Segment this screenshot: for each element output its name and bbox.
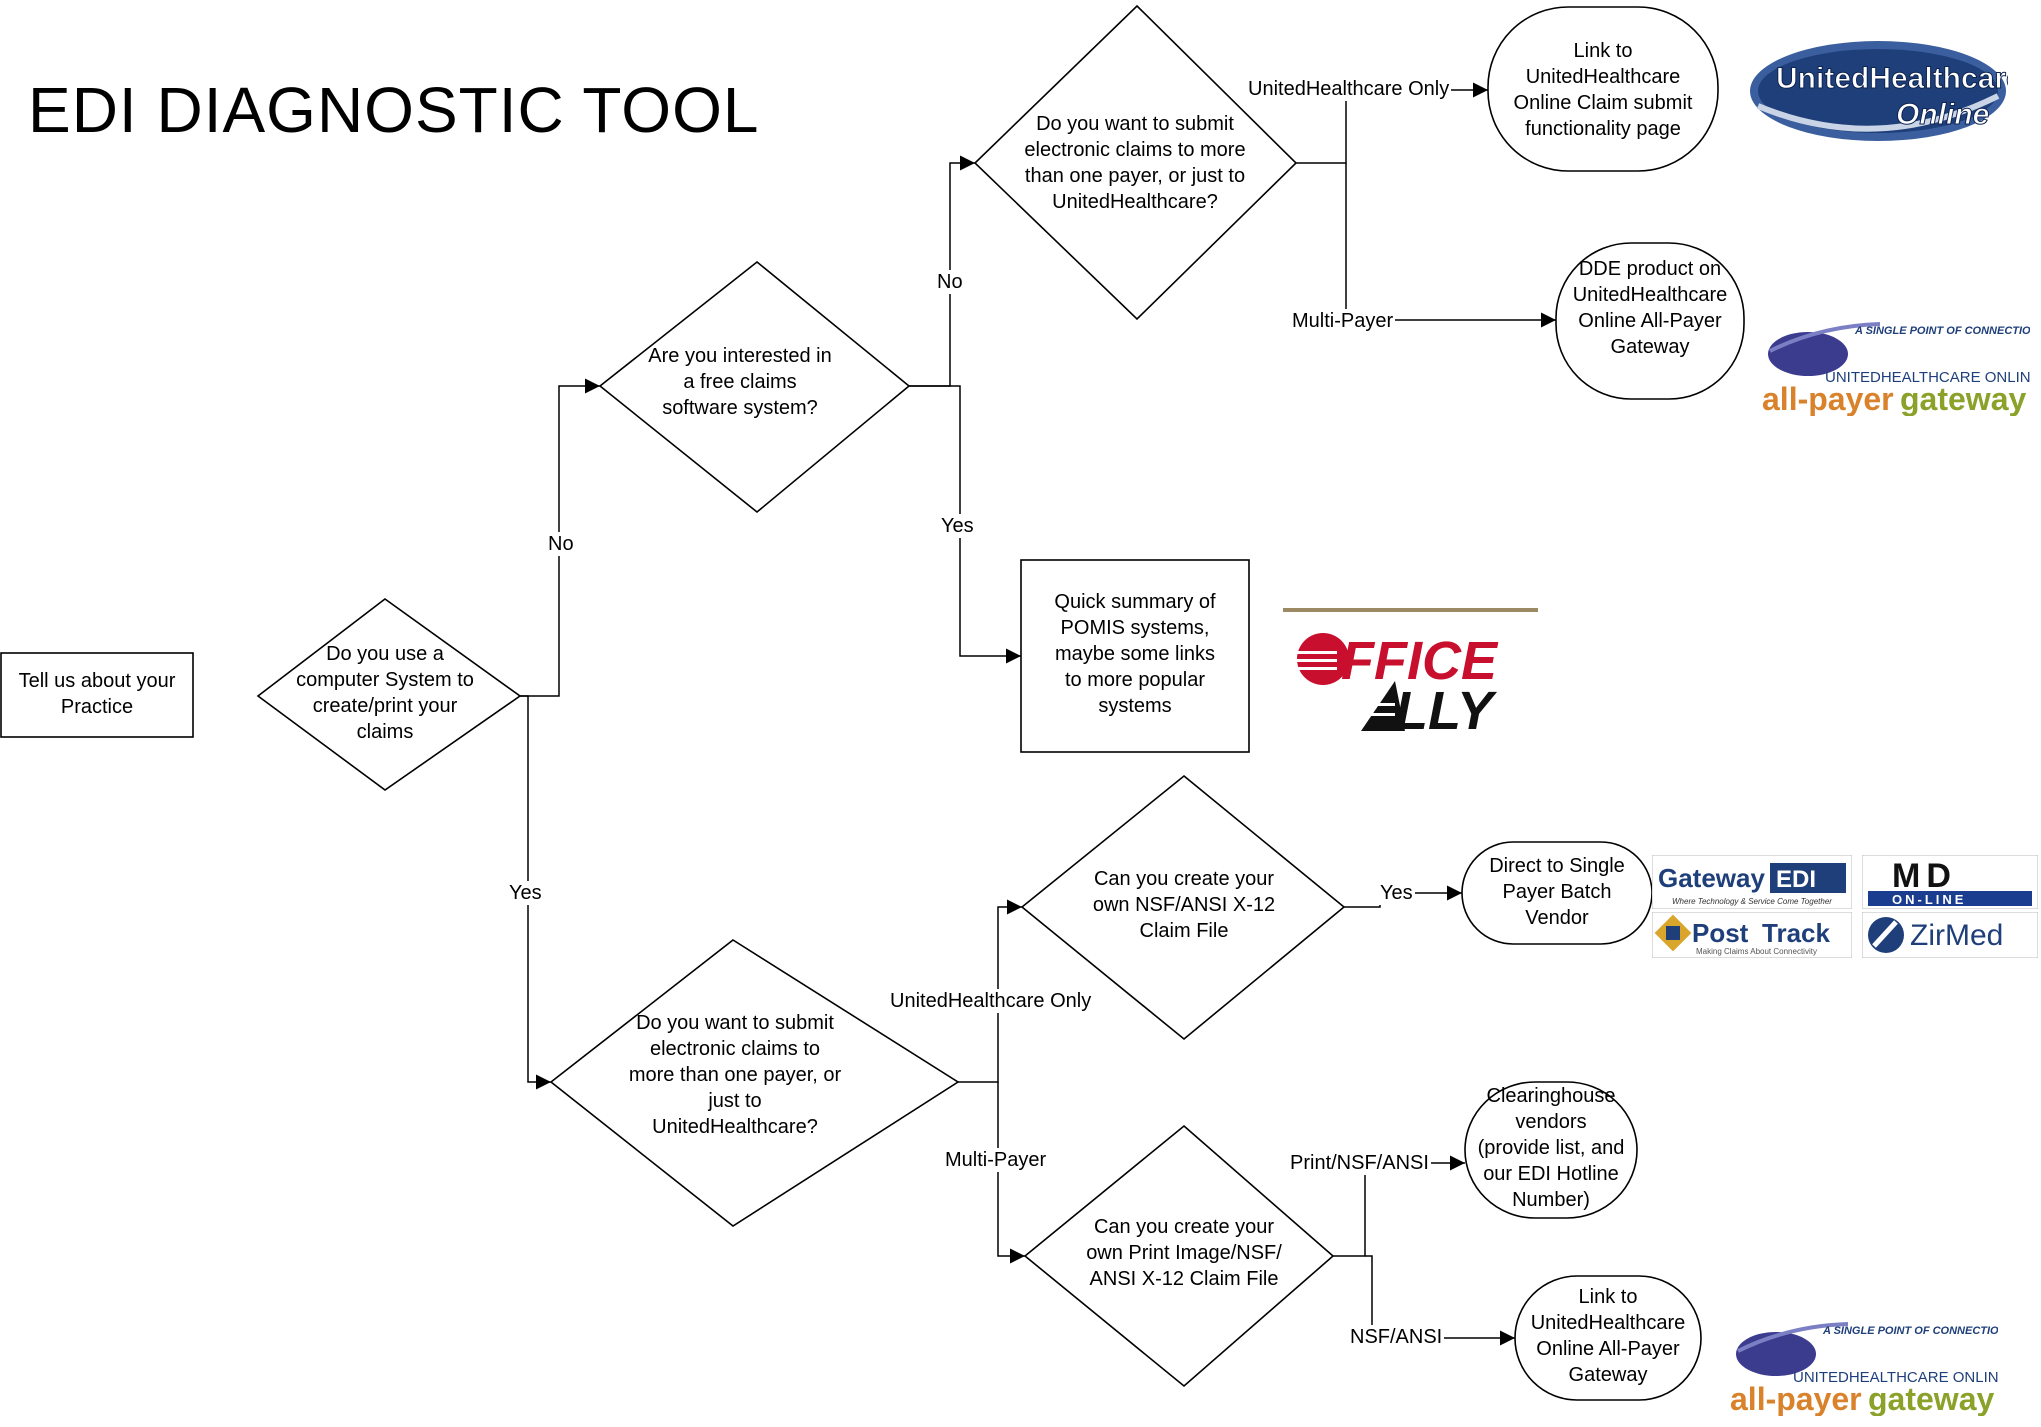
apg-bottom-tagline: A SINGLE POINT OF CONNECTION: [1822, 1325, 1998, 1337]
q-payer-top-diamond: [973, 4, 1298, 321]
apg-top-word1: all-payer: [1762, 381, 1894, 416]
gateway-edi-logo: Gateway EDI Where Technology & Service C…: [1652, 855, 1852, 909]
apg-bottom-word1: all-payer: [1730, 1381, 1862, 1416]
start-box: [0, 652, 194, 738]
clearinghouse-box: [1464, 1081, 1638, 1219]
dde-product-text: DDE product on UnitedHealthcare Online A…: [1572, 258, 1728, 358]
gateway-edi-tag: Where Technology & Service Come Together: [1672, 897, 1832, 906]
mdonline-logo: MD ON-LINE: [1862, 855, 2038, 909]
edge-label-yes-2: Yes: [939, 514, 976, 538]
uho-logo-line1: UnitedHealthcare: [1776, 62, 2008, 95]
posttrack-tag: Making Claims About Connectivity: [1696, 947, 1817, 956]
zirmed-name: ZirMed: [1910, 919, 2003, 952]
q-nsf-diamond: [1020, 774, 1346, 1041]
q-print-image-text: Can you create your own Print Image/NSF/…: [1086, 1216, 1282, 1290]
edge-label-yes-3: Yes: [1378, 881, 1415, 905]
edge-multi-payer-2: [997, 1082, 1025, 1264]
pomis-text: Quick summary of POMIS systems, maybe so…: [1054, 591, 1216, 717]
start-text: Tell us about your Practice: [18, 670, 176, 718]
uho-logo-line2: Online: [1896, 98, 1989, 131]
zirmed-logo: ZirMed: [1862, 912, 2038, 958]
dde-product-box: [1555, 242, 1745, 400]
apg-top-word2: gateway: [1900, 381, 2026, 416]
apg-top-tagline: A SINGLE POINT OF CONNECTION: [1854, 325, 2030, 337]
apg-top-brand: UNITEDHEALTHCARE ONLINE: [1825, 369, 2030, 386]
apg-logo-top: A SINGLE POINT OF CONNECTION UNITEDHEALT…: [1762, 322, 2030, 416]
edge-print-nsf-ansi: [1333, 1155, 1465, 1257]
edge-label-no-1: No: [546, 532, 576, 556]
office-ally-line2: LLY: [1395, 681, 1498, 737]
q-free-diamond: [598, 260, 911, 514]
q-computer-text: Do you use a computer System to create/p…: [296, 643, 474, 743]
clearinghouse-text: Clearinghouse vendors (provide list, and…: [1477, 1085, 1625, 1211]
q-free-text: Are you interested in a free claims soft…: [648, 345, 832, 419]
direct-vendor-text: Direct to Single Payer Batch Vendor: [1489, 855, 1625, 929]
edge-label-no-2: No: [935, 270, 965, 294]
link-uho-claim-box: [1487, 6, 1719, 172]
q-payer-top-text: Do you want to submit electronic claims …: [1024, 113, 1246, 213]
edge-label-multi-payer-1: Multi-Payer: [1290, 309, 1396, 333]
link-uho-claim-text: Link to UnitedHealthcare Online Claim su…: [1513, 40, 1693, 140]
edge-label-uhc-only-2: UnitedHealthcare Only: [888, 989, 1094, 1013]
pomis-box: [1020, 559, 1250, 753]
link-apg-text: Link to UnitedHealthcare Online All-Paye…: [1530, 1286, 1686, 1386]
posttrack-logo: Post Track Making Claims About Connectiv…: [1652, 912, 1852, 958]
posttrack-name: Post: [1692, 918, 1749, 948]
gateway-edi-name: Gateway: [1658, 863, 1765, 893]
mdonline-name: MD: [1892, 857, 1957, 895]
edge-label-multi-payer-2: Multi-Payer: [943, 1148, 1049, 1172]
office-ally-logo: FFICE LLY: [1283, 608, 1538, 737]
edge-multi-payer-1: [1345, 163, 1556, 328]
edge-label-nsf-ansi: NSF/ANSI: [1348, 1325, 1445, 1349]
q-print-image-diamond: [1023, 1124, 1335, 1388]
edge-label-yes-1: Yes: [507, 881, 544, 905]
apg-bottom-brand: UNITEDHEALTHCARE ONLINE: [1793, 1369, 1998, 1386]
edge-label-print-nsf-ansi: Print/NSF/ANSI: [1288, 1151, 1431, 1175]
q-payer-bottom-text: Do you want to submit electronic claims …: [628, 1012, 842, 1138]
page-title: EDI DIAGNOSTIC TOOL: [28, 74, 760, 146]
mdonline-sub: ON-LINE: [1892, 892, 1966, 907]
apg-logo-bottom: A SINGLE POINT OF CONNECTION UNITEDHEALT…: [1730, 1322, 1998, 1416]
office-ally-line1: FFICE: [1341, 631, 1499, 691]
q-nsf-text: Can you create your own NSF/ANSI X-12 Cl…: [1092, 868, 1276, 942]
q-computer-diamond: [256, 598, 522, 791]
edge-label-uhc-only-1: UnitedHealthcare Only: [1246, 77, 1452, 101]
gateway-edi-mark: EDI: [1776, 866, 1816, 893]
posttrack-name2: Track: [1762, 918, 1830, 948]
q-payer-bottom-diamond: [549, 939, 960, 1227]
uho-logo: UnitedHealthcare Online: [1750, 41, 2008, 141]
apg-bottom-word2: gateway: [1868, 1381, 1994, 1416]
